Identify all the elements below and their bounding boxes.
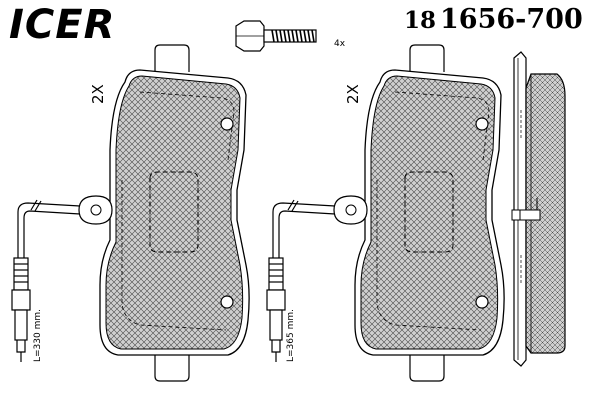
pad-center-contour <box>404 171 454 253</box>
wear-sensor-right <box>266 199 336 362</box>
pad-quantity-right: 2X <box>344 84 362 104</box>
pad-inner-outline <box>121 91 235 331</box>
sensor-connector <box>268 257 284 291</box>
wear-sensor-left <box>11 199 81 362</box>
rivet-top <box>220 117 234 131</box>
side-view-friction-material <box>525 73 566 354</box>
pad-inner-outline <box>376 91 490 331</box>
pad-top-tab <box>409 44 445 72</box>
sensor-length-left: L=330 mm. <box>33 309 43 362</box>
brake-pad-right <box>333 44 505 382</box>
pad-side-view <box>511 51 566 367</box>
bolt-quantity-label: 4x <box>334 39 346 49</box>
part-number-main: 1656-700 <box>440 4 583 35</box>
pad-friction-material <box>360 75 499 350</box>
pad-quantity-left: 2X <box>89 84 107 104</box>
pad-bottom-tab <box>154 355 190 382</box>
side-view-clip <box>511 198 541 221</box>
rivet-bottom <box>220 295 234 309</box>
side-view-backing-plate <box>513 51 527 367</box>
pad-top-tab <box>154 44 190 72</box>
pad-bottom-tab <box>409 355 445 382</box>
bolt-thread <box>271 29 315 43</box>
sensor-wire <box>17 202 81 258</box>
bolt <box>235 20 317 52</box>
brand-logo: ICER <box>9 2 116 48</box>
rivet-bottom <box>475 295 489 309</box>
sensor-mount-hole <box>90 204 102 216</box>
sensor-connector <box>13 257 29 291</box>
pad-friction-material <box>105 75 244 350</box>
sensor-length-right: L=365 mm. <box>286 309 296 362</box>
part-number-prefix: 18 <box>404 7 437 34</box>
sensor-wire <box>272 202 336 258</box>
sensor-mount-hole <box>345 204 357 216</box>
pad-center-contour <box>149 171 199 253</box>
rivet-top <box>475 117 489 131</box>
brake-pad-left <box>78 44 250 382</box>
